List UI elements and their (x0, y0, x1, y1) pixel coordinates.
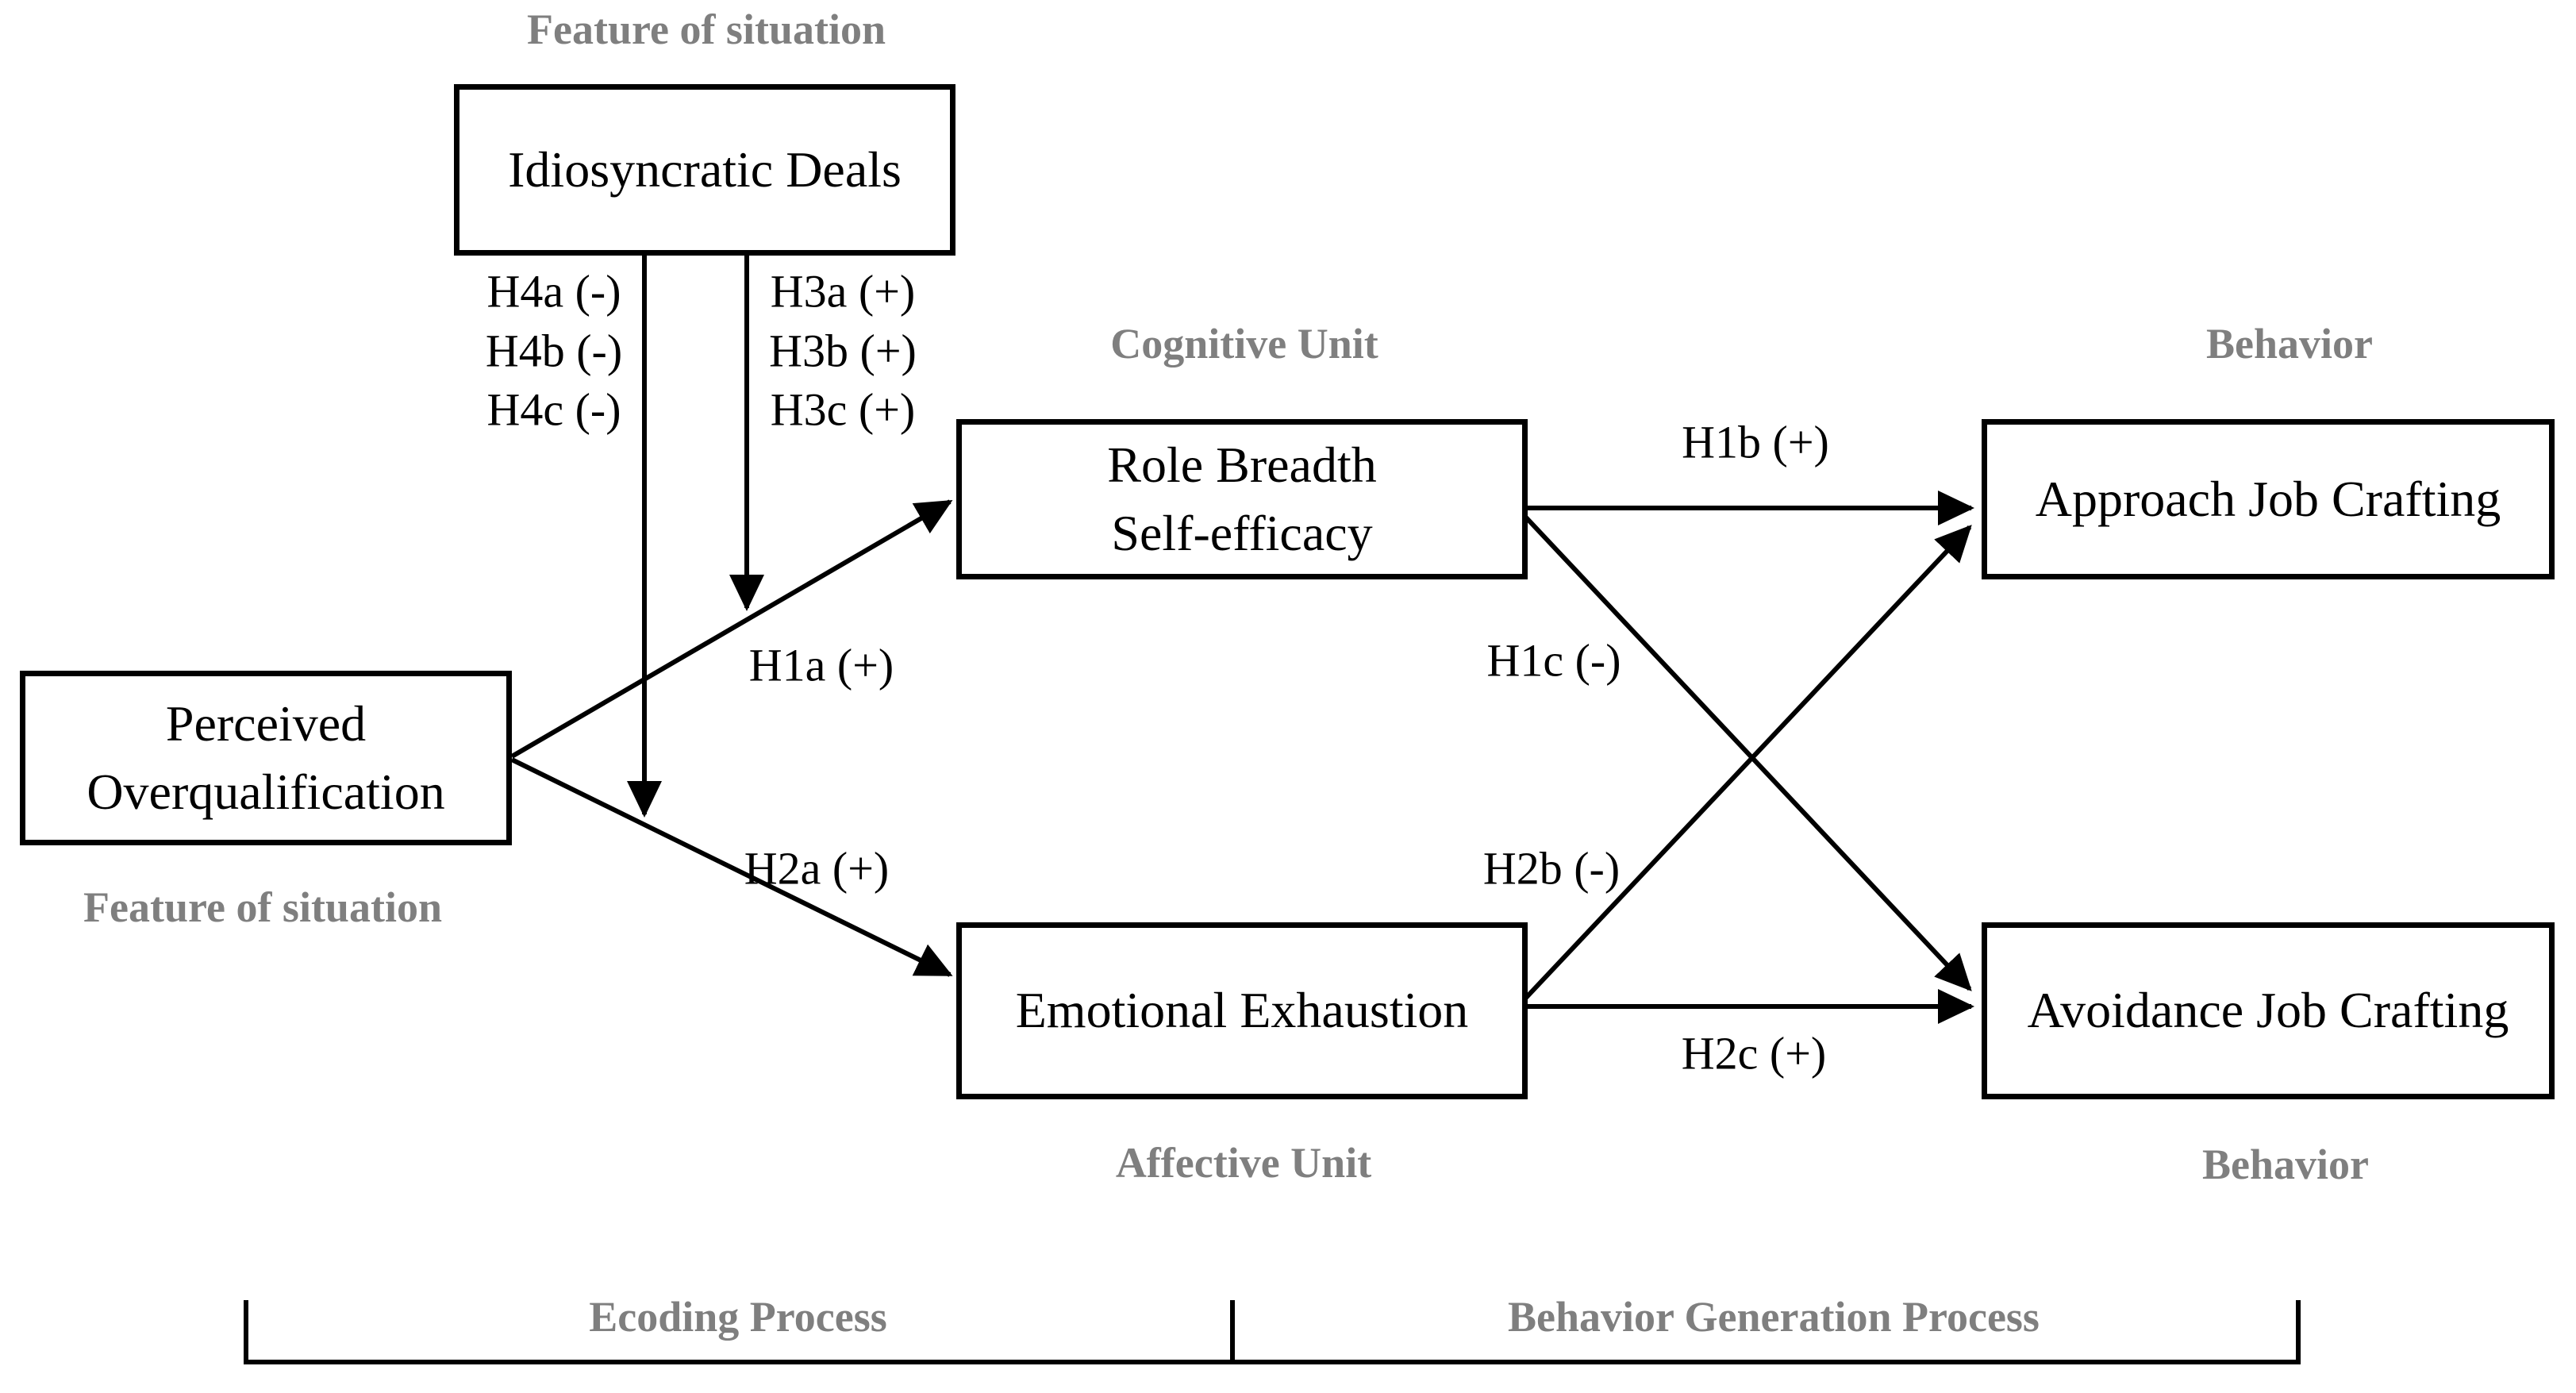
hypothesis-label-h1b: H1b (+) (1682, 416, 1829, 468)
hypothesis-label-h2c: H2c (+) (1681, 1027, 1827, 1079)
section-label-cognitive-unit: Cognitive Unit (1110, 320, 1378, 367)
node-emotional-exhaustion: Emotional Exhaustion (956, 922, 1528, 1099)
node-perceived-overqualification: Perceived Overqualification (20, 671, 512, 845)
section-label-feature-of-situation-left: Feature of situation (83, 883, 442, 931)
node-approach-job-crafting: Approach Job Crafting (1982, 419, 2555, 579)
hypothesis-label-h3a: H3a (+) (770, 265, 916, 317)
hypothesis-label-h2b: H2b (-) (1482, 842, 1621, 895)
section-label-affective-unit: Affective Unit (1115, 1139, 1372, 1187)
process-bracket (244, 1300, 2301, 1364)
process-label-behavior-generation: Behavior Generation Process (1508, 1293, 2040, 1341)
node-label: Self-efficacy (1111, 505, 1373, 561)
hypothesis-label-h3c: H3c (+) (770, 383, 916, 436)
hypothesis-label-h2a: H2a (+) (744, 842, 890, 895)
node-label: Approach Job Crafting (2035, 470, 2501, 527)
node-label: Emotional Exhaustion (1015, 982, 1469, 1039)
node-label: Perceived (165, 695, 367, 752)
node-label: Role Breadth (1107, 436, 1377, 493)
hypothesis-label-h3b: H3b (+) (769, 325, 917, 377)
node-label: Overqualification (87, 764, 445, 820)
hypothesis-label-h4c: H4c (-) (486, 383, 621, 436)
hypothesis-label-h4a: H4a (-) (486, 265, 621, 317)
process-label-encoding: Ecoding Process (589, 1293, 887, 1341)
hypothesis-label-h4b: H4b (-) (485, 325, 623, 377)
node-avoidance-job-crafting: Avoidance Job Crafting (1982, 922, 2555, 1099)
arrow-h1c (1524, 515, 1972, 991)
hypothesis-label-h1a: H1a (+) (748, 639, 894, 691)
section-label-behavior-top: Behavior (2206, 320, 2373, 367)
section-label-behavior-bottom: Behavior (2202, 1141, 2369, 1188)
section-label-feature-of-situation-top: Feature of situation (527, 6, 886, 53)
node-role-breadth-self-efficacy: Role Breadth Self-efficacy (956, 419, 1528, 579)
node-label: Avoidance Job Crafting (2027, 982, 2509, 1039)
node-label: Idiosyncratic Deals (508, 140, 902, 198)
hypothesis-label-h1c: H1c (-) (1486, 634, 1621, 687)
node-idiosyncratic-deals: Idiosyncratic Deals (454, 84, 955, 256)
arrow-h1a (510, 499, 953, 759)
arrow-h2b (1523, 525, 1972, 1001)
arrow-h2a (510, 757, 953, 977)
